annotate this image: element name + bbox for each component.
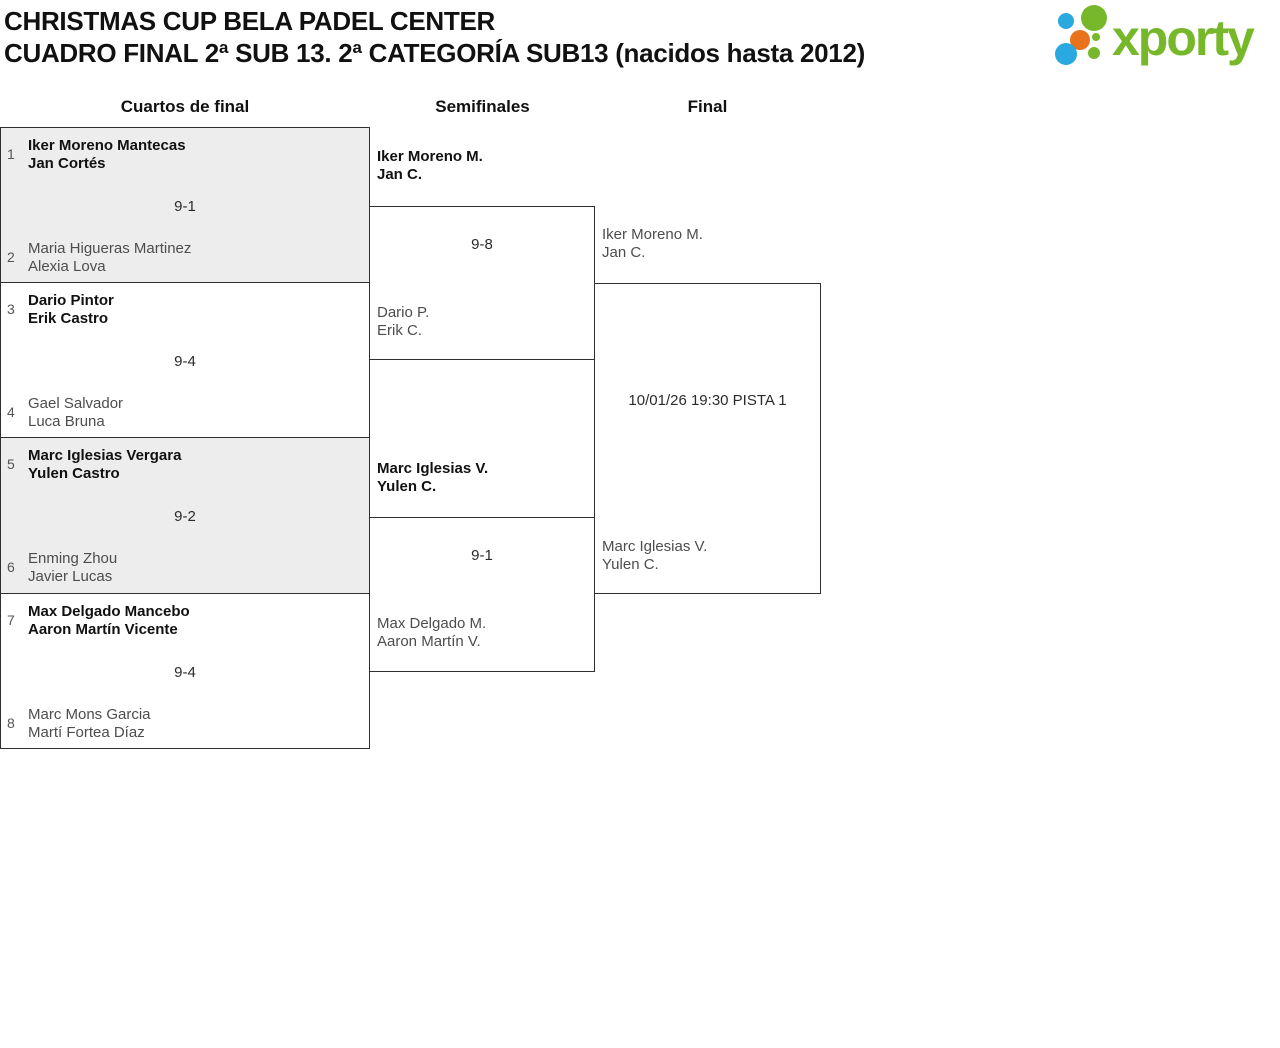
player-name: Marc Mons Garcia — [28, 706, 151, 723]
player-name: Yulen C. — [602, 556, 659, 573]
semifinal-match-2[interactable]: 9-1 Max Delgado M. Aaron Martín V. — [369, 517, 595, 672]
event-title: CHRISTMAS CUP BELA PADEL CENTER — [4, 6, 495, 36]
player-name: Jan C. — [377, 166, 423, 183]
player-name: Max Delgado M. — [377, 615, 487, 632]
seed-number: 8 — [7, 715, 15, 731]
seed-number: 1 — [7, 146, 15, 162]
match-score: 9-8 — [471, 236, 493, 253]
logo-dot-icon — [1092, 33, 1100, 41]
logo-dot-icon — [1058, 13, 1074, 29]
logo-dot-icon — [1070, 30, 1090, 50]
round-header-semifinals: Semifinales — [435, 97, 530, 116]
draw-subtitle: CUADRO FINAL 2ª SUB 13. 2ª CATEGORÍA SUB… — [4, 38, 865, 68]
match-score: 9-1 — [471, 547, 493, 564]
player-name: Erik C. — [377, 322, 422, 339]
round-header-final: Final — [687, 97, 728, 116]
logo-dot-icon — [1055, 43, 1077, 65]
player-name: Jan C. — [602, 244, 646, 261]
quarterfinal-match-4[interactable]: 7 Max Delgado Mancebo Aaron Martín Vicen… — [0, 593, 370, 749]
match-score: 9-2 — [174, 508, 196, 525]
seed-number: 3 — [7, 301, 15, 317]
player-name: Dario P. — [377, 304, 430, 321]
quarterfinal-match-3[interactable]: 5 Marc Iglesias Vergara Yulen Castro 9-2… — [0, 437, 370, 594]
team-pair: Marc Iglesias Vergara Yulen Castro — [28, 447, 181, 483]
quarterfinal-match-2[interactable]: 3 Dario Pintor Erik Castro 9-4 4 Gael Sa… — [0, 282, 370, 438]
player-name: Aaron Martín Vicente — [28, 621, 178, 638]
player-name: Iker Moreno M. — [602, 226, 703, 243]
player-name: Aaron Martín V. — [377, 633, 481, 650]
player-name: Maria Higueras Martinez — [28, 240, 192, 257]
player-name: Iker Moreno Mantecas — [28, 137, 186, 154]
player-name: Marc Iglesias V. — [602, 538, 708, 555]
team-pair: Iker Moreno Mantecas Jan Cortés — [28, 137, 186, 173]
player-name: Javier Lucas — [28, 568, 113, 585]
xporty-logo[interactable]: xporty — [1048, 0, 1280, 80]
header: CHRISTMAS CUP BELA PADEL CENTER CUADRO F… — [4, 5, 865, 69]
player-name: Gael Salvador — [28, 395, 124, 412]
semifinal-match-1[interactable]: 9-8 Dario P. Erik C. — [369, 206, 595, 360]
team-pair: Marc Mons Garcia Martí Fortea Díaz — [28, 706, 151, 742]
final-match[interactable]: 10/01/26 19:30 PISTA 1 Marc Iglesias V. … — [594, 283, 821, 594]
quarterfinal-match-1[interactable]: 1 Iker Moreno Mantecas Jan Cortés 9-1 2 … — [0, 127, 370, 283]
match-score: 9-1 — [174, 198, 196, 215]
team-pair: Max Delgado Mancebo Aaron Martín Vicente — [28, 603, 190, 639]
logo-wordmark: xporty — [1112, 10, 1255, 66]
round-header-quarterfinals: Cuartos de final — [120, 97, 250, 116]
player-name: Marc Iglesias Vergara — [28, 447, 182, 464]
player-name: Max Delgado Mancebo — [28, 603, 190, 620]
match-schedule: 10/01/26 19:30 PISTA 1 — [628, 392, 787, 409]
player-name: Luca Bruna — [28, 413, 105, 430]
seed-number: 5 — [7, 456, 15, 472]
team-pair: Enming Zhou Javier Lucas — [28, 550, 117, 586]
team-pair: Max Delgado M. Aaron Martín V. — [377, 615, 486, 651]
player-name: Yulen C. — [377, 478, 437, 495]
player-name: Jan Cortés — [28, 155, 106, 172]
match-score: 9-4 — [174, 664, 196, 681]
final-team-top: Iker Moreno M. Jan C. — [602, 226, 703, 262]
team-pair: Dario Pintor Erik Castro — [28, 292, 114, 328]
player-name: Enming Zhou — [28, 550, 118, 567]
team-pair: Gael Salvador Luca Bruna — [28, 395, 123, 431]
logo-dot-icon — [1081, 5, 1107, 31]
player-name: Dario Pintor — [28, 292, 114, 309]
player-name: Iker Moreno M. — [377, 148, 483, 165]
semifinal-1-advancer: Iker Moreno M. Jan C. — [377, 148, 483, 184]
player-name: Marc Iglesias V. — [377, 460, 489, 477]
player-name: Erik Castro — [28, 310, 109, 327]
semifinal-2-advancer: Marc Iglesias V. Yulen C. — [377, 460, 488, 496]
player-name: Alexia Lova — [28, 258, 106, 275]
logo-dot-icon — [1088, 47, 1100, 59]
team-pair: Maria Higueras Martinez Alexia Lova — [28, 240, 191, 276]
player-name: Yulen Castro — [28, 465, 120, 482]
player-name: Martí Fortea Díaz — [28, 724, 145, 741]
seed-number: 4 — [7, 404, 15, 420]
final-team-bottom: Marc Iglesias V. Yulen C. — [602, 538, 707, 574]
team-pair: Dario P. Erik C. — [377, 304, 429, 340]
seed-number: 7 — [7, 612, 15, 628]
match-score: 9-4 — [174, 353, 196, 370]
seed-number: 2 — [7, 249, 15, 265]
seed-number: 6 — [7, 559, 15, 575]
